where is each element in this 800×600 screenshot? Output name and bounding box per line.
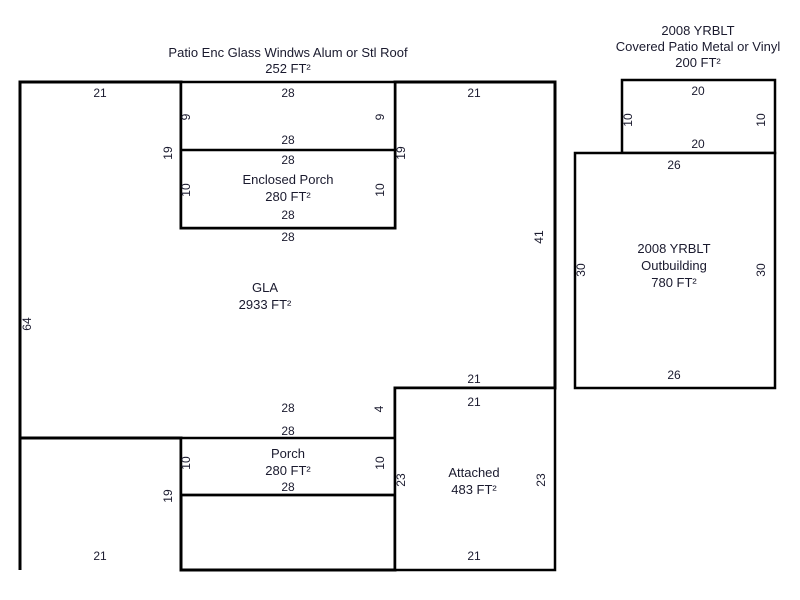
- gla-area-line-1: 2933 FT²: [239, 297, 292, 312]
- outbuilding-rect: [573, 151, 777, 390]
- patio-enclosure-title-line-1: 252 FT²: [265, 61, 311, 76]
- dim-outbuilding-top: 26: [667, 158, 681, 172]
- dim-encporch-notch-right: 19: [394, 146, 408, 160]
- dim-patio-bottom: 20: [691, 137, 705, 151]
- attached-garage-area-line-1: 483 FT²: [451, 482, 497, 497]
- covered-patio-title-line-0: 2008 YRBLT: [661, 23, 734, 38]
- dim-outbuilding-right: 30: [754, 263, 768, 277]
- dim-patio-left: 10: [621, 113, 635, 127]
- dim-attached-step: 4: [372, 405, 386, 412]
- porch-group: [179, 436, 397, 497]
- dim-porch-right: 10: [373, 456, 387, 470]
- dim-gla-left: 64: [20, 317, 34, 331]
- dim-porch-bottom: 28: [281, 480, 295, 494]
- dim-attached-right: 23: [534, 473, 548, 487]
- dim-encporch-bottom-inner: 28: [281, 208, 295, 222]
- attached-garage-rect: [393, 386, 557, 572]
- covered-patio-group: [620, 78, 777, 155]
- dim-gla-bottom-left: 21: [93, 549, 107, 563]
- dim-encporch-inner-right: 10: [373, 183, 387, 197]
- dim-encporch-upper-right: 9: [373, 113, 387, 120]
- dim-porch-left: 10: [179, 456, 193, 470]
- outbuilding-area: 2008 YRBLT Outbuilding 780 FT²: [637, 241, 710, 290]
- porch-area: Porch 280 FT²: [265, 446, 311, 478]
- dim-attached-top-outer: 21: [467, 372, 481, 386]
- dim-encporch-mid-lower: 28: [281, 153, 295, 167]
- dim-attached-top-inner: 21: [467, 395, 481, 409]
- attached-garage-group: [393, 386, 557, 572]
- area-labels-layer: GLA 2933 FT² Enclosed Porch 280 FT² Porch 280…: [239, 172, 711, 497]
- outbuilding-area-line-2: 780 FT²: [651, 275, 697, 290]
- covered-patio-rect: [620, 78, 777, 155]
- porch-rect: [179, 436, 397, 497]
- dim-encporch-notch-left: 19: [161, 146, 175, 160]
- attached-garage-area-line-0: Attached: [448, 465, 499, 480]
- outbuilding-area-line-1: Outbuilding: [641, 258, 707, 273]
- dim-gla-top-left: 21: [93, 86, 107, 100]
- dim-porch-top-outer: 28: [281, 401, 295, 415]
- dim-attached-bottom: 21: [467, 549, 481, 563]
- dim-outbuilding-left: 30: [574, 263, 588, 277]
- dim-patio-top: 20: [691, 84, 705, 98]
- dim-encporch-mid-upper: 28: [281, 133, 295, 147]
- outbuilding-group: [573, 151, 777, 390]
- outbuilding-area-line-0: 2008 YRBLT: [637, 241, 710, 256]
- covered-patio-title-line-2: 200 FT²: [675, 55, 721, 70]
- dim-gla-right: 41: [532, 230, 546, 244]
- dim-patio-right: 10: [754, 113, 768, 127]
- dim-gla-top-right: 21: [467, 86, 481, 100]
- dim-encporch-bottom-outer: 28: [281, 230, 295, 244]
- gla-area: GLA 2933 FT²: [239, 280, 292, 312]
- dim-encporch-inner-left: 10: [179, 183, 193, 197]
- enclosed-porch-group: [179, 80, 397, 230]
- porch-area-line-0: Porch: [271, 446, 305, 461]
- enclosed-porch-area: Enclosed Porch 280 FT²: [242, 172, 333, 204]
- patio-enclosure-title-line-0: Patio Enc Glass Windws Alum or Stl Roof: [168, 45, 408, 60]
- enclosed-porch-rect: [179, 80, 397, 230]
- gla-area-line-0: GLA: [252, 280, 278, 295]
- enclosed-porch-area-line-1: 280 FT²: [265, 189, 311, 204]
- dim-outbuilding-bottom: 26: [667, 368, 681, 382]
- dimension-labels-layer: 21 21 64 41 21 19 19 28 9 9 28 28 10 10 28 28 28 28 10 10 28…: [20, 84, 768, 563]
- covered-patio-title-line-1: Covered Patio Metal or Vinyl: [616, 39, 781, 54]
- attached-garage-area: Attached 483 FT²: [448, 465, 499, 497]
- dim-encporch-top: 28: [281, 86, 295, 100]
- dim-attached-left: 23: [394, 473, 408, 487]
- enclosed-porch-area-line-0: Enclosed Porch: [242, 172, 333, 187]
- dim-porch-notch-left: 19: [161, 489, 175, 503]
- dim-porch-top-inner: 28: [281, 424, 295, 438]
- porch-area-line-1: 280 FT²: [265, 463, 311, 478]
- dim-encporch-upper-left: 9: [179, 113, 193, 120]
